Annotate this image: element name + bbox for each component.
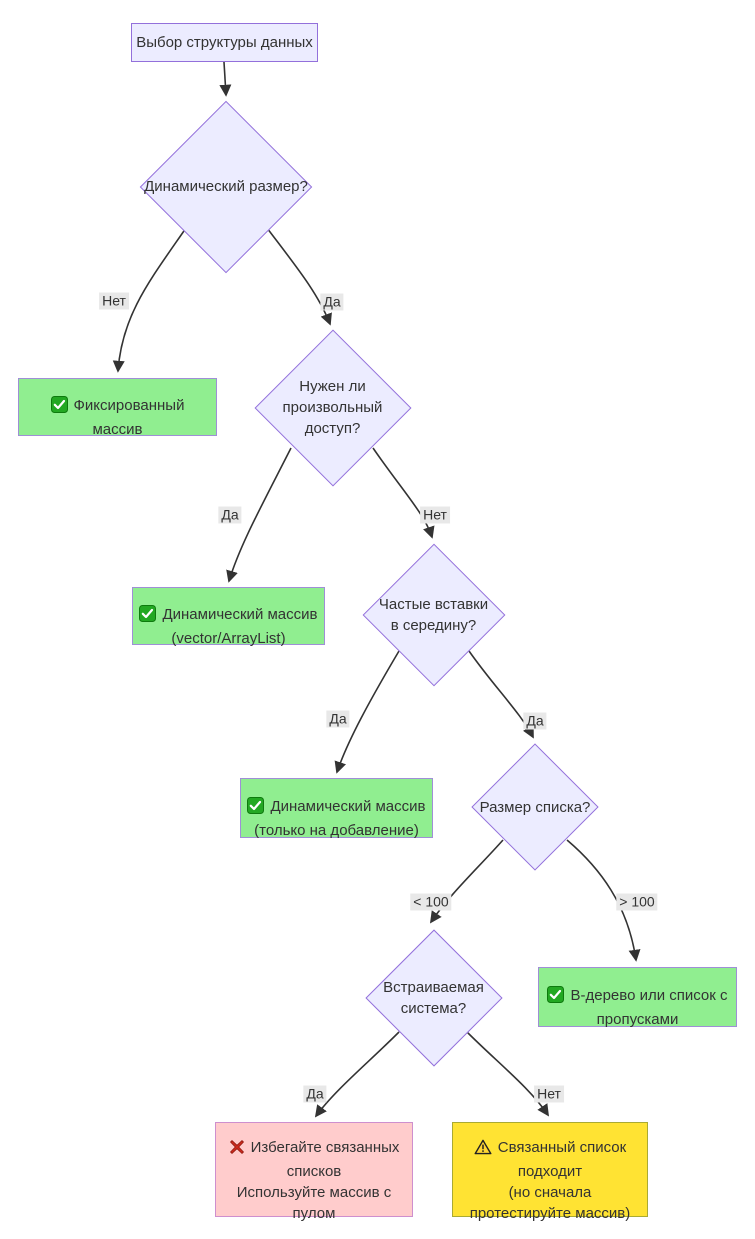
decision-dynamic-size: Динамический размер? <box>139 100 313 273</box>
start-node: Выбор структуры данных <box>131 23 318 62</box>
result-dynamic-array: Динамический массив (vector/ArrayList) <box>132 587 325 647</box>
edge-label-lt-100: < 100 <box>410 893 452 911</box>
edge-no-to-fixed-array <box>112 227 187 373</box>
decision-embedded-system: Встраиваемая система? <box>364 928 503 1067</box>
decision-embedded-system-label: Встраиваемая система? <box>383 978 484 1017</box>
edge-yes-to-append-only <box>334 650 400 774</box>
check-icon <box>247 797 265 820</box>
result-avoid-linked-lists: Избегайте связанных списков Используйте … <box>215 1122 413 1222</box>
decision-random-access: Нужен ли произвольный доступ? <box>252 329 413 486</box>
check-icon <box>547 986 565 1009</box>
edge-gt100-to-btree <box>566 839 641 962</box>
check-icon <box>139 605 157 628</box>
edge-yes-to-random-access <box>266 227 332 326</box>
result-append-only-array: Динамический массив (только на добавлени… <box>240 778 433 839</box>
cross-icon <box>229 1139 245 1161</box>
result-btree-skip-list: B-дерево или список с пропусками <box>538 967 737 1028</box>
edge-label-no-4: Нет <box>534 1085 564 1103</box>
edge-label-yes-1: Да <box>320 293 344 311</box>
edge-label-yes-4: Да <box>303 1085 327 1103</box>
check-icon <box>50 396 68 419</box>
result-fixed-array: Фиксированный массив <box>18 378 217 438</box>
edge-label-no-2: Нет <box>420 506 450 524</box>
edge-no-to-middle-inserts <box>372 447 435 539</box>
edge-label-yes-3a: Да <box>326 710 350 728</box>
edge-label-no-1: Нет <box>99 292 129 310</box>
start-node-label: Выбор структуры данных <box>136 34 313 51</box>
result-append-only-array-label: Динамический массив (только на добавлени… <box>254 798 426 839</box>
result-btree-skip-list-label: B-дерево или список с пропусками <box>570 987 728 1028</box>
decision-random-access-label: Нужен ли произвольный доступ? <box>282 378 383 437</box>
result-avoid-linked-lists-label: Избегайте связанных списков Используйте … <box>236 1138 400 1222</box>
result-dynamic-array-label: Динамический массив (vector/ArrayList) <box>162 606 318 647</box>
edge-label-gt-100: > 100 <box>616 893 658 911</box>
result-fixed-array-label: Фиксированный массив <box>73 397 185 438</box>
edge-no-to-linked-ok <box>466 1031 549 1117</box>
edge-yes-to-dynamic-array <box>226 447 292 583</box>
edge-label-yes-2: Да <box>218 506 242 524</box>
result-linked-list-ok-label: Связанный список подходит (но сначала пр… <box>469 1138 631 1222</box>
edge-label-yes-3b: Да <box>523 712 547 730</box>
decision-middle-inserts-label: Частые вставки в середину? <box>378 596 489 634</box>
decision-list-size: Размер списка? <box>471 742 599 872</box>
decision-dynamic-size-label: Динамический размер? <box>144 178 308 195</box>
decision-list-size-label: Размер списка? <box>479 798 591 816</box>
edge-lt100-to-embedded <box>429 839 504 924</box>
warning-icon <box>474 1139 492 1161</box>
decision-middle-inserts: Частые вставки в середину? <box>362 543 505 687</box>
result-linked-list-ok: Связанный список подходит (но сначала пр… <box>452 1122 648 1222</box>
edge-start-to-dynamic-size <box>219 61 232 97</box>
edge-yes-to-avoid-lists <box>314 1031 400 1118</box>
